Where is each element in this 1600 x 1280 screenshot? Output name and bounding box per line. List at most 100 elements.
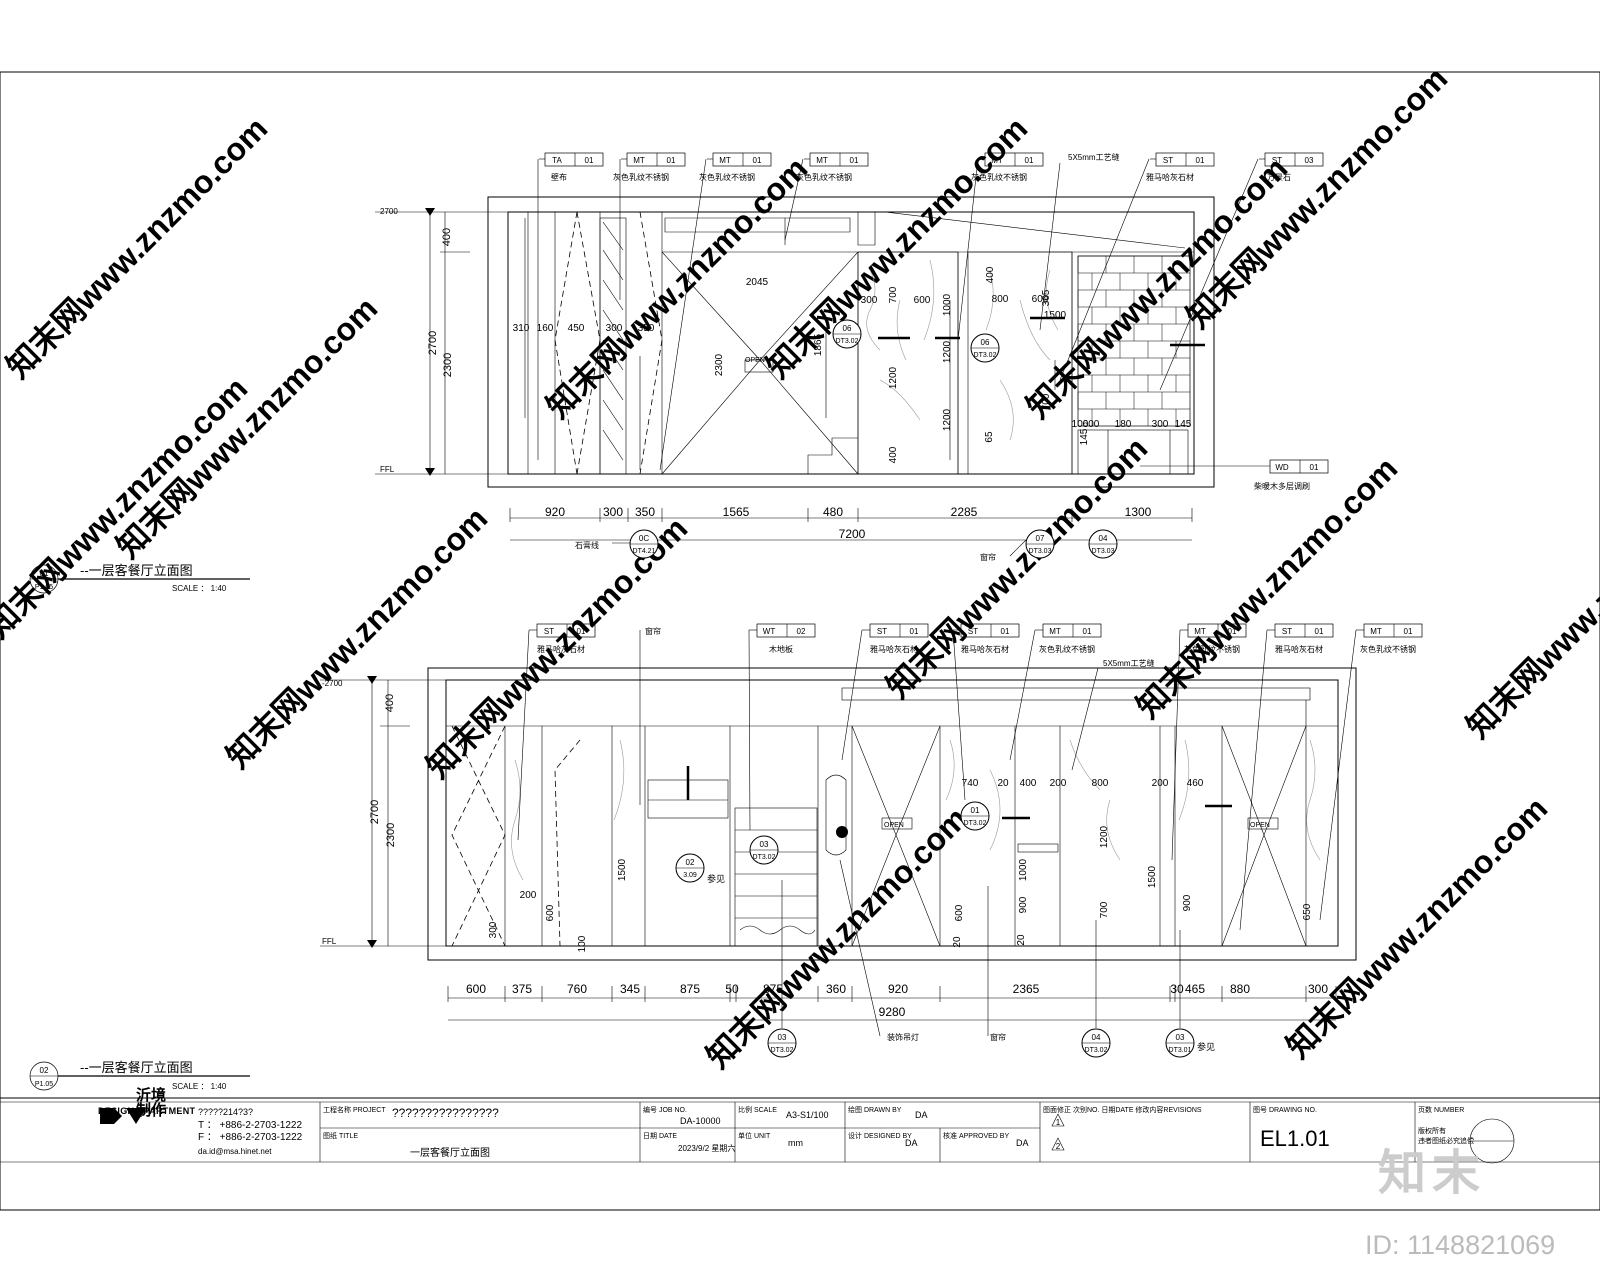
inner-dimension: 2300 bbox=[714, 353, 725, 376]
groove-note: 5X5mm工艺缝 bbox=[1068, 152, 1120, 162]
callout-number: 0C bbox=[639, 534, 649, 543]
unit-value: mm bbox=[788, 1138, 803, 1148]
callout-sheet: DT3.01 bbox=[1169, 1047, 1192, 1054]
bottom-dimension: 2365 bbox=[1013, 982, 1040, 996]
tag-code: WT bbox=[763, 627, 776, 636]
inner-dimension: 900 bbox=[1182, 894, 1193, 911]
open-label: OPEN bbox=[884, 822, 904, 829]
e2-inner-frame bbox=[445, 679, 1339, 947]
tag-description: 雅马哈灰石材 bbox=[537, 644, 585, 654]
inner-dimension: 145 bbox=[1175, 419, 1192, 430]
bottom-dimension: 880 bbox=[1230, 982, 1250, 996]
open-label: OPEN bbox=[1250, 822, 1270, 829]
tag-number: 01 bbox=[850, 156, 859, 165]
revision-label: 图面修正 次别NO. 日期DATE 修改内容REVISIONS bbox=[1043, 1105, 1202, 1114]
title-ref-sheet: P1.05 bbox=[35, 584, 53, 591]
callout-sheet: DT4.21 bbox=[633, 548, 656, 555]
inner-dimension: 600 bbox=[954, 904, 965, 921]
watermark-text: 知末网www.znzmo.com bbox=[1129, 450, 1404, 725]
scale-label: 比例 SCALE bbox=[738, 1105, 777, 1114]
e2-level-marker-top bbox=[367, 676, 377, 684]
tag-description: 万景石 bbox=[1267, 173, 1291, 182]
inner-dimension: 1200 bbox=[888, 366, 899, 389]
bottom-dimension: 920 bbox=[545, 505, 565, 519]
inner-dimension: 460 bbox=[1187, 778, 1204, 789]
tag-number: 01 bbox=[1025, 156, 1034, 165]
e1-bulkhead bbox=[664, 217, 851, 233]
detail-callout[interactable]: 0C DT4.21 bbox=[629, 529, 659, 559]
revision-1-icon bbox=[1051, 1113, 1065, 1127]
tag-description: 雅马哈灰石材 bbox=[1275, 644, 1323, 654]
inner-dimension: 65 bbox=[984, 431, 995, 443]
inner-dimension: 600 bbox=[1032, 294, 1049, 305]
material-tag-wd bbox=[1269, 459, 1329, 474]
inner-dimension: 200 bbox=[1050, 778, 1067, 789]
inner-dimension: 1500 bbox=[1147, 865, 1158, 888]
title-block bbox=[0, 1097, 1600, 1164]
elevation-title: --一层客餐厅立面图 bbox=[80, 1060, 193, 1075]
date-label: 日期 DATE bbox=[643, 1132, 677, 1140]
open-label: OPEN bbox=[745, 357, 765, 364]
company-tel: T ： +886-2-2703-1222 bbox=[198, 1120, 302, 1131]
inner-dimension: 1000 bbox=[1018, 858, 1029, 881]
inner-dimension: 700 bbox=[888, 286, 899, 303]
e1-marble-panel-b bbox=[967, 251, 1073, 475]
sheet-note: 版权所有 bbox=[1418, 1126, 1446, 1135]
inner-dimension: 600 bbox=[1083, 419, 1100, 430]
watermark-text: 知末网www.znzmo.com bbox=[0, 370, 254, 645]
approved-label: 核准 APPROVED BY bbox=[943, 1131, 1009, 1140]
inner-dimension: 650 bbox=[1302, 903, 1313, 920]
callout-sheet: DT3.02 bbox=[1085, 1047, 1108, 1054]
sheet-note: 违者图纸必究追偿 bbox=[1418, 1136, 1474, 1145]
inner-dimension: 600 bbox=[914, 295, 931, 306]
tag-number: 01 bbox=[1001, 627, 1010, 636]
drawing-number: EL1.01 bbox=[1260, 1126, 1330, 1151]
approved-value: DA bbox=[1016, 1138, 1029, 1148]
title-ref-sheet: P1.05 bbox=[35, 1081, 53, 1088]
e1-mt-strip bbox=[599, 217, 627, 475]
callout-number: 03 bbox=[778, 1033, 787, 1042]
designed-label: 设计 DESIGNED BY bbox=[848, 1131, 912, 1140]
bottom-dimension: 350 bbox=[635, 505, 655, 519]
callout-sheet: DT3.02 bbox=[771, 1047, 794, 1054]
e2-ceiling-light-trough bbox=[841, 687, 1311, 701]
inner-dimension: 1000 bbox=[942, 293, 953, 316]
tag-code: ST bbox=[1282, 627, 1292, 636]
inner-dimension: 20 bbox=[1016, 934, 1027, 946]
level-top-label: -2700 bbox=[322, 679, 343, 688]
drawn-value: DA bbox=[915, 1110, 928, 1120]
callout-number: 04 bbox=[1092, 1033, 1101, 1042]
e1-level-marker-top bbox=[425, 208, 435, 216]
elevation-1 bbox=[375, 152, 1329, 541]
project-label: 工程名称 PROJECT bbox=[323, 1105, 386, 1114]
company-en: DESIGN APARTMENT bbox=[98, 1106, 196, 1116]
tag-description: 雅马哈灰石材 bbox=[1146, 172, 1194, 182]
inner-dimension: 1200 bbox=[942, 340, 953, 363]
tag-number: 01 bbox=[585, 156, 594, 165]
inner-dimension: 300 bbox=[606, 323, 623, 334]
callout-number: 04 bbox=[1099, 534, 1108, 543]
tag-description: 雅马哈灰石材 bbox=[961, 644, 1009, 654]
project-value: ???????????????? bbox=[392, 1106, 499, 1120]
inner-dimension: 20 bbox=[997, 778, 1009, 789]
watermark-text: 知末网www.znzmo.com bbox=[1459, 470, 1600, 745]
watermark-text: 知末网www.znzmo.com bbox=[0, 110, 274, 385]
tag-code: MT bbox=[633, 156, 645, 165]
level-floor-label: FFL bbox=[322, 937, 337, 946]
tag-number: 01 bbox=[1315, 627, 1324, 636]
detail-callout[interactable]: 023.09 bbox=[675, 853, 705, 883]
material-tag bbox=[536, 623, 596, 638]
elevation-title: --一层客餐厅立面图 bbox=[80, 563, 193, 578]
material-tag bbox=[1274, 623, 1334, 638]
inner-dimension: 450 bbox=[568, 323, 585, 334]
